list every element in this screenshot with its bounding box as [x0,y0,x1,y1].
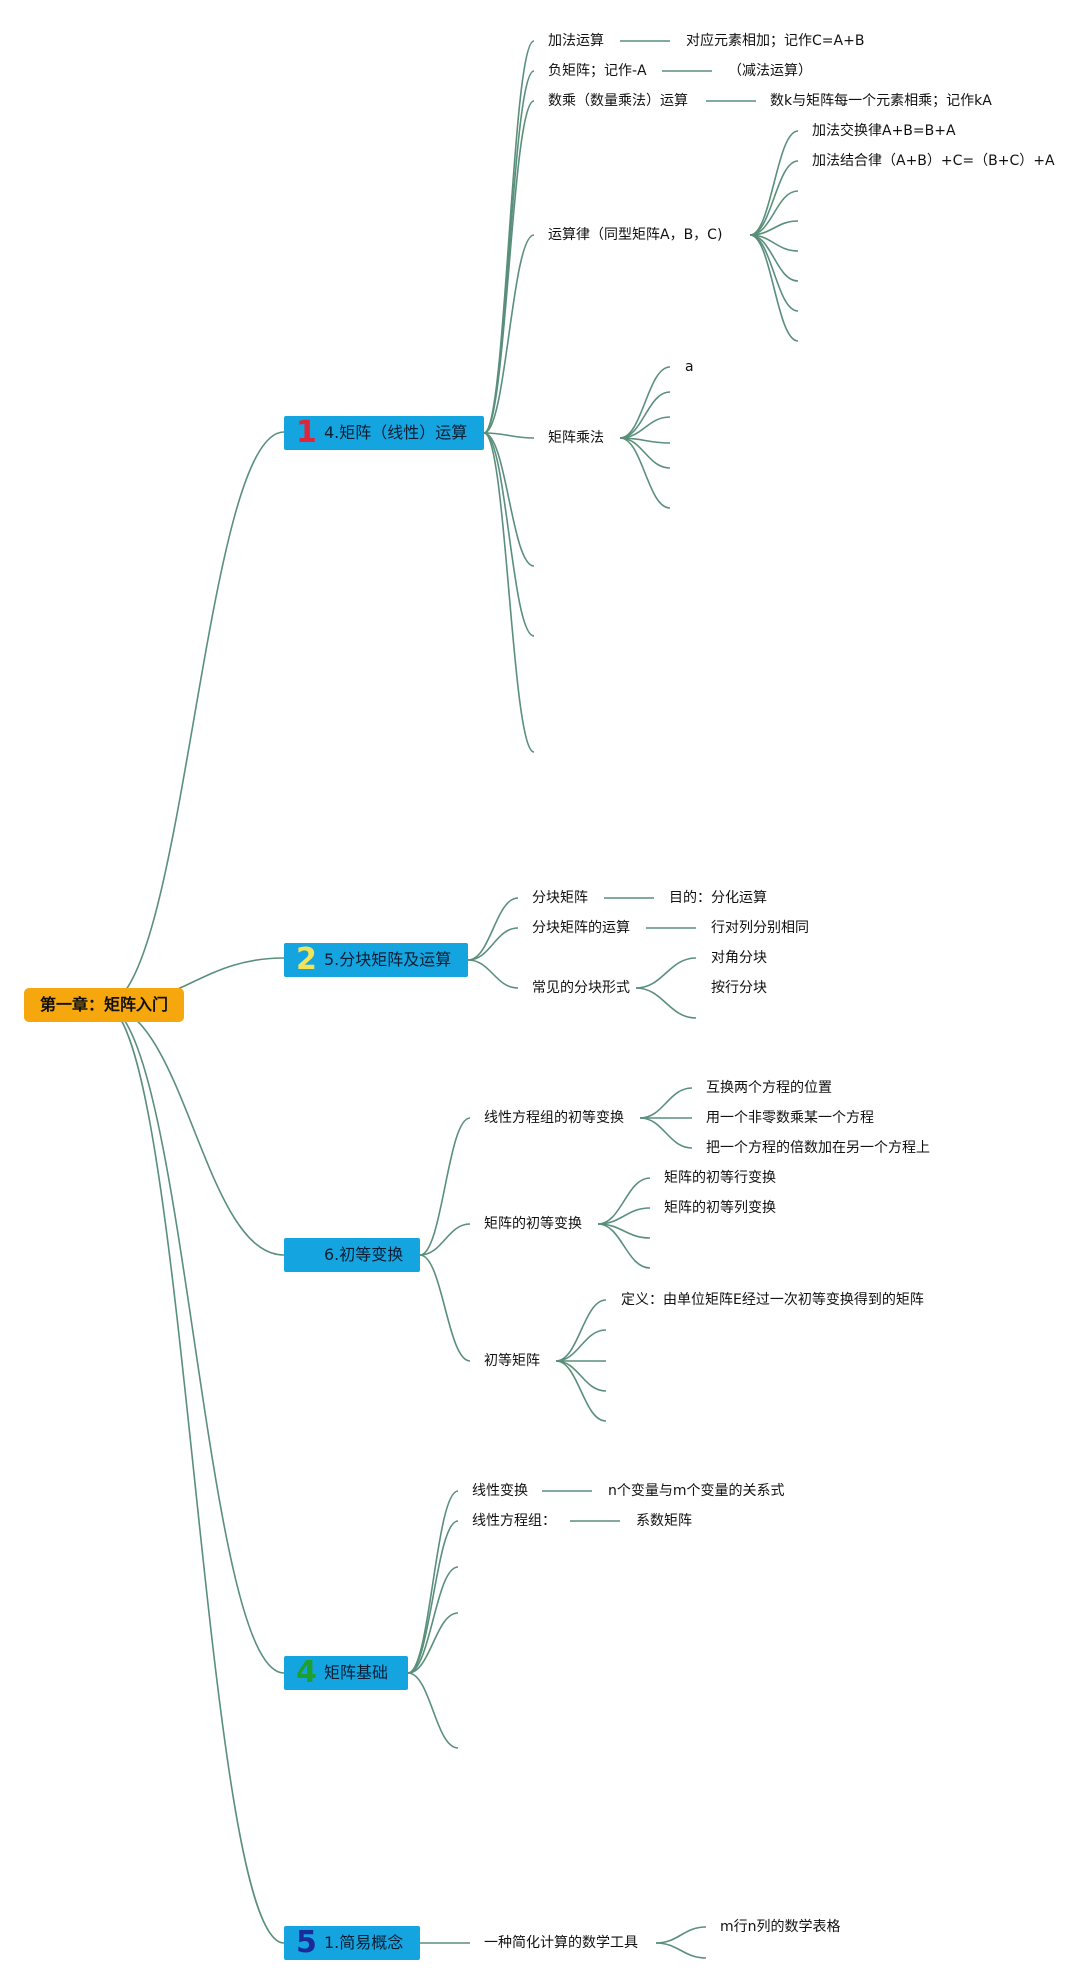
topic-label: 1.简易概念 [324,1933,404,1952]
node-subtraction[interactable]: （减法运算） [728,63,812,79]
topic-matrix-basics[interactable]: 4 矩阵基础 [284,1656,408,1690]
node-row-block[interactable]: 按行分块 [711,980,767,996]
node-linear-transform-def[interactable]: n个变量与m个变量的关系式 [608,1483,785,1499]
node-equation-ops[interactable]: 线性方程组的初等变换 [484,1110,624,1126]
node-elementary-matrix[interactable]: 初等矩阵 [484,1353,540,1369]
node-data-table[interactable]: m行n列的数学表格 [720,1919,841,1935]
node-scalar-def[interactable]: 数k与矩阵每一个元素相乘；记作kA [770,93,992,109]
node-coefficient-matrix[interactable]: 系数矩阵 [636,1513,692,1529]
node-matrix-mult[interactable]: 矩阵乘法 [548,430,604,446]
node-block-ops[interactable]: 分块矩阵的运算 [532,920,630,936]
node-scalar-mult[interactable]: 数乘（数量乘法）运算 [548,93,688,109]
node-addition-def[interactable]: 对应元素相加；记作C=A+B [686,33,865,49]
priority-5-icon: 5 [296,1925,317,1960]
topic-label: 4.矩阵（线性）运算 [324,423,468,442]
node-math-tool[interactable]: 一种简化计算的数学工具 [484,1935,638,1951]
topic-simple-concept[interactable]: 5 1.简易概念 [284,1926,420,1960]
topic-label: 5.分块矩阵及运算 [324,950,452,969]
node-block-ops-note[interactable]: 行对列分别相同 [711,920,809,936]
node-elementary-def[interactable]: 定义：由单位矩阵E经过一次初等变换得到的矩阵 [621,1292,924,1308]
node-operation-laws[interactable]: 运算律（同型矩阵A，B，C) [548,227,723,243]
node-linear-transform[interactable]: 线性变换 [472,1483,528,1499]
node-associative-law[interactable]: 加法结合律（A+B）+C=（B+C）+A [812,153,1055,169]
node-addition[interactable]: 加法运算 [548,33,604,49]
node-block-forms[interactable]: 常见的分块形式 [532,980,630,996]
node-block-goal[interactable]: 目的：分化运算 [669,890,767,906]
topic-label: 6.初等变换 [324,1245,404,1264]
node-eq-add[interactable]: 把一个方程的倍数加在另一个方程上 [706,1140,930,1156]
node-negative-matrix[interactable]: 负矩阵；记作-A [548,63,647,79]
node-row-transform[interactable]: 矩阵的初等行变换 [664,1170,776,1186]
topic-elementary-transform[interactable]: 6.初等变换 [284,1238,420,1272]
node-commutative-law[interactable]: 加法交换律A+B=B+A [812,123,956,139]
topic-label: 矩阵基础 [324,1663,389,1682]
node-diagonal-block[interactable]: 对角分块 [711,950,767,966]
topic-matrix-operations[interactable]: 1 4.矩阵（线性）运算 [284,416,484,450]
node-linear-system[interactable]: 线性方程组： [472,1513,556,1529]
node-eq-swap[interactable]: 互换两个方程的位置 [706,1080,832,1096]
node-col-transform[interactable]: 矩阵的初等列变换 [664,1200,776,1216]
node-block-matrix[interactable]: 分块矩阵 [532,890,588,906]
priority-1-icon: 1 [296,415,317,450]
priority-4-icon: 4 [296,1655,317,1690]
topic-block-matrix[interactable]: 2 5.分块矩阵及运算 [284,943,468,977]
root-node[interactable]: 第一章：矩阵入门 [24,988,184,1022]
node-a[interactable]: a [685,359,694,375]
node-matrix-ops[interactable]: 矩阵的初等变换 [484,1216,582,1232]
node-eq-scale[interactable]: 用一个非零数乘某一个方程 [706,1110,874,1126]
priority-2-icon: 2 [296,942,317,977]
